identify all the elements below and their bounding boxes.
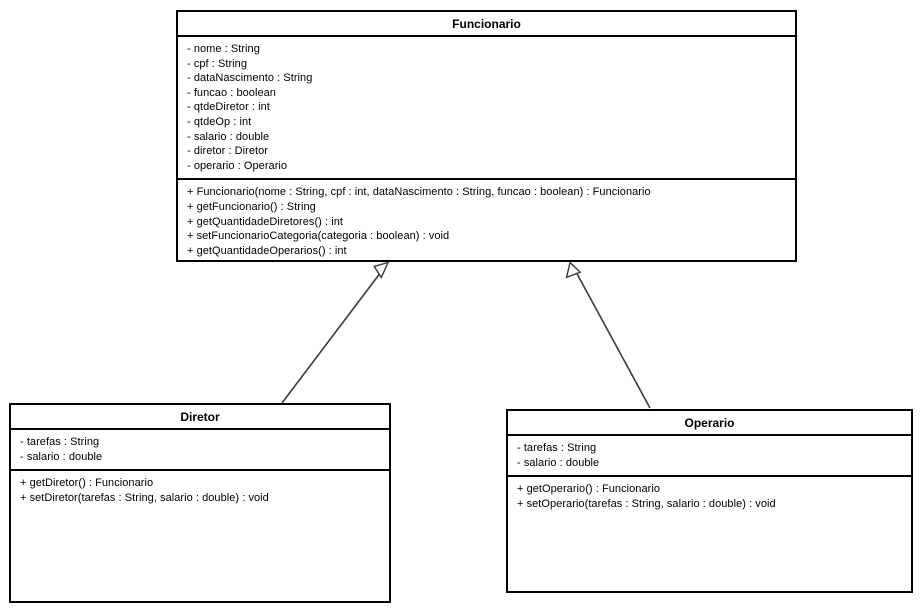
operation-row: + getDiretor() : Funcionario: [20, 477, 154, 490]
operation-row: + setDiretor(tarefas : String, salario :…: [20, 491, 269, 504]
operation-row: + setOperario(tarefas : String, salario …: [517, 497, 776, 510]
class-name-funcionario: Funcionario: [178, 12, 795, 37]
generalization-arrowhead-diretor: [373, 261, 390, 280]
attribute-row: - operario : Operario: [187, 159, 288, 172]
attributes-compartment-diretor: - tarefas : String - salario : double: [11, 430, 389, 472]
class-box-diretor[interactable]: Diretor - tarefas : String - salario : d…: [9, 403, 391, 603]
class-name-diretor: Diretor: [11, 405, 389, 430]
attribute-row: - qtdeDiretor : int: [187, 101, 270, 114]
operation-row: + getQuantidadeOperarios() : int: [187, 244, 347, 257]
operation-row: + getOperario() : Funcionario: [517, 483, 660, 496]
attribute-row: - diretor : Diretor: [187, 145, 269, 158]
attribute-row: - qtdeOp : int: [187, 115, 252, 128]
class-box-funcionario[interactable]: Funcionario - nome : String - cpf : Stri…: [176, 10, 797, 262]
attribute-row: - cpf : String: [187, 57, 247, 70]
generalization-line-diretor: [281, 269, 384, 404]
attribute-row: - salario : double: [517, 456, 600, 469]
operation-row: + getQuantidadeDiretores() : int: [187, 215, 343, 228]
operations-compartment-operario: + getOperario() : Funcionario + setOpera…: [508, 477, 911, 591]
operations-compartment-diretor: + getDiretor() : Funcionario + setDireto…: [11, 471, 389, 601]
generalization-arrowhead-operario: [565, 261, 582, 279]
class-name-operario: Operario: [508, 411, 911, 436]
attribute-row: - tarefas : String: [20, 436, 100, 448]
attribute-row: - salario : double: [187, 130, 270, 143]
operations-compartment-funcionario: + Funcionario(nome : String, cpf : int, …: [178, 180, 795, 263]
attributes-compartment-funcionario: - nome : String - cpf : String - dataNas…: [178, 37, 795, 181]
operation-row: + Funcionario(nome : String, cpf : int, …: [187, 186, 651, 199]
attribute-row: - tarefas : String: [517, 442, 597, 454]
operation-row: + setFuncionarioCategoria(categoria : bo…: [187, 230, 450, 243]
attribute-row: - dataNascimento : String: [187, 72, 313, 85]
generalization-line-operario: [574, 270, 651, 409]
operation-row: + getFuncionario() : String: [187, 200, 316, 213]
class-box-operario[interactable]: Operario - tarefas : String - salario : …: [506, 409, 913, 593]
generalization-diretor-to-funcionario: [281, 261, 390, 404]
attribute-row: - funcao : boolean: [187, 86, 276, 99]
generalization-operario-to-funcionario: [565, 261, 651, 409]
attribute-row: - salario : double: [20, 450, 103, 463]
attribute-row: - nome : String: [187, 43, 260, 55]
attributes-compartment-operario: - tarefas : String - salario : double: [508, 436, 911, 478]
